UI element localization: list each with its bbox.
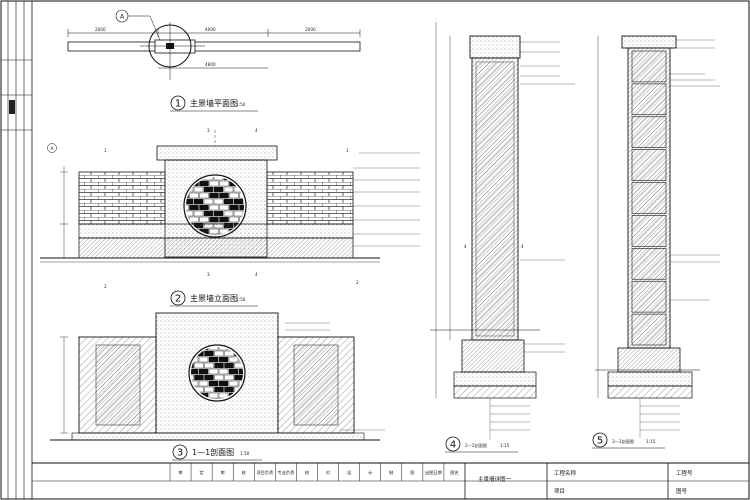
caption-name: 1—1剖面图 <box>192 447 234 457</box>
title-block-cell-label: 校 <box>305 469 310 476</box>
cut-mark-4-top: 4 <box>255 128 258 133</box>
caption-view-5: 5 3—3剖面图 1:15 <box>592 432 665 449</box>
caption-scale: 1:15 <box>646 439 656 444</box>
plan-dim-1: 2000 <box>95 27 106 32</box>
item-label: 项目 <box>554 488 565 495</box>
caption-scale: 1:50 <box>240 451 250 456</box>
cut-mark-3-bottom: 3 <box>207 272 210 277</box>
caption-name: 主景墙立面图 <box>190 293 238 303</box>
cut-mark-2-right: 2 <box>356 280 359 285</box>
title-block-cell-label: 审 <box>178 469 182 476</box>
title-block-cells: 审 定 审 核 项目负责专业负责 校 对 设 计 制 图 出图日期 图名 <box>169 463 459 481</box>
caption-view-1: 1 主景墙平面图 1:50 <box>170 95 258 112</box>
sheet-no-label: 图号 <box>676 487 688 495</box>
caption-number: 4 <box>450 440 456 451</box>
caption-number: 1 <box>175 99 181 110</box>
plan-dim-2: 4000 <box>205 27 216 32</box>
title-block-cell-label: 出图日期 <box>425 469 442 476</box>
cut-mark-4-left: 4 <box>464 244 467 249</box>
section-2-2-view: 4 4 <box>430 22 575 440</box>
caption-view-3: 3 1—1剖面图 1:50 <box>172 444 262 461</box>
cut-mark-1-right: 1 <box>346 148 349 153</box>
caption-number: 5 <box>597 436 603 447</box>
title-block-cell-label: 定 <box>200 469 204 476</box>
plan-view: A 2000 4000 2000 4800 <box>67 9 361 80</box>
title-block-cell-label: 计 <box>368 469 372 476</box>
section-mark-label: A <box>120 14 125 21</box>
caption-name: 主景墙平面图 <box>190 98 238 108</box>
caption-name: 3—3剖面图 <box>612 438 634 445</box>
title-block-cell-label: 项目负责 <box>256 469 273 476</box>
caption-scale: 1:50 <box>236 297 246 302</box>
project-label: 工程名称 <box>554 469 577 477</box>
title-block-cell-label: 核 <box>242 469 247 476</box>
drawing-no-label: 工程号 <box>676 469 693 477</box>
elev-section-mark: A <box>50 146 54 152</box>
stacked-stone-blocks <box>631 50 667 346</box>
section-1-1-view <box>50 312 385 441</box>
plan-dim-3: 2000 <box>305 27 316 32</box>
cut-mark-2-left: 2 <box>104 284 107 289</box>
cut-mark-3-top: 3 <box>207 128 210 133</box>
title-block-cell-label: 图名 <box>450 469 458 476</box>
caption-number: 3 <box>177 448 183 459</box>
drawing-title: 主景墙详图一 <box>478 475 512 483</box>
title-block: 审定审核项目负责专业负责校对设计制图出图日期图名 主景墙详图一 工程名称 项目 … <box>32 462 749 499</box>
title-block-cell-label: 制 <box>389 469 393 476</box>
caption-name: 2—2剖面图 <box>465 442 487 449</box>
title-block-cell-label: 设 <box>347 469 352 476</box>
cut-mark-4-bottom: 4 <box>255 272 258 277</box>
cut-mark-4-right: 4 <box>521 244 524 249</box>
caption-scale: 1:15 <box>500 443 510 448</box>
title-block-cell-label: 审 <box>221 469 225 476</box>
plan-dim-4: 4800 <box>205 62 216 67</box>
title-block-cell-label: 对 <box>326 469 330 475</box>
caption-view-4: 4 2—2剖面图 1:15 <box>445 436 518 453</box>
title-block-cell-label: 图 <box>410 470 414 476</box>
title-block-cell-label: 专业负责 <box>278 469 295 476</box>
elevation-view: A 2 2 3 3 1 1 4 4 <box>40 128 420 289</box>
binding-strip <box>1 1 33 499</box>
section-3-3-view <box>595 35 720 438</box>
caption-scale: 1:50 <box>236 102 246 107</box>
caption-view-2: 2 主景墙立面图 1:50 <box>170 290 258 307</box>
cut-mark-1-top: 1 <box>104 148 107 153</box>
caption-number: 2 <box>175 294 181 305</box>
